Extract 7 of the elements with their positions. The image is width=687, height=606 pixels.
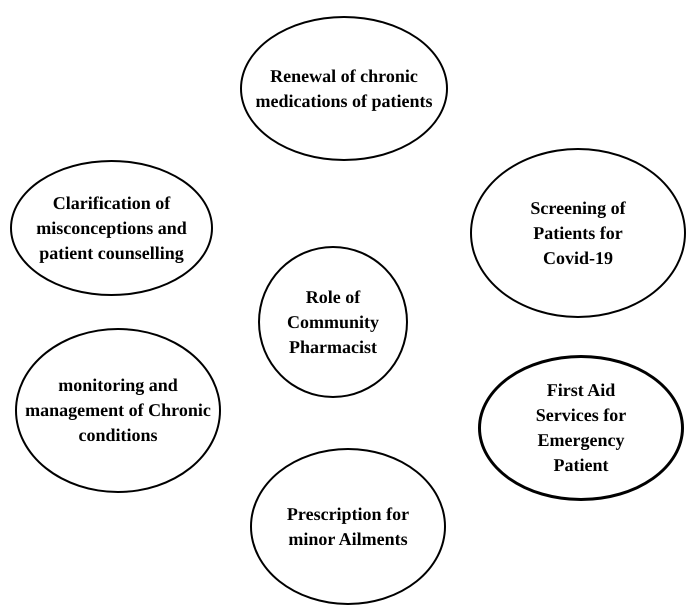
node-label: Renewal of chronic medications of patients [254, 64, 434, 113]
node-label: monitoring and management of Chronic conditions [24, 374, 212, 447]
node-label: First Aid Services for Emergency Patient [534, 379, 628, 477]
node-label: Role of Community Pharmacist [286, 286, 380, 358]
node-label: Prescription for minor Ailments [286, 502, 410, 550]
node-label: Clarification of misconceptions and patient counselling [35, 192, 188, 265]
node-label: Screening of Patients for Covid-19 [529, 196, 627, 270]
